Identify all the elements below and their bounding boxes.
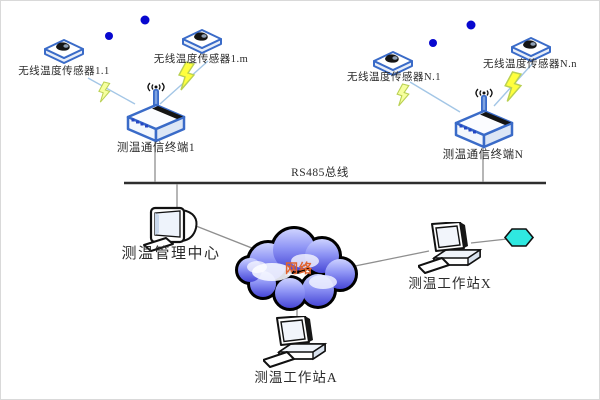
sensor-N-1-label: 无线温度传感器N.1	[347, 72, 441, 83]
signal-dot-2	[105, 32, 113, 40]
sensor-1-1-icon	[42, 37, 86, 72]
mgmt-center-computer-icon	[142, 203, 202, 260]
sensor-1-m-label: 无线温度传感器1.m	[153, 54, 249, 65]
lightning-bolt-1-1	[98, 81, 111, 103]
terminal-N-icon	[449, 86, 519, 155]
workstation-A-computer-icon	[262, 315, 333, 377]
network-cloud-label: 网络	[285, 261, 314, 276]
terminal-N-label: 测温通信终端N	[442, 149, 524, 161]
workstationX-hexagon-connector	[470, 238, 508, 244]
lightning-bolt-N-n	[504, 71, 523, 102]
workstation-X-computer-icon	[417, 221, 488, 283]
hexagon-endpoint	[503, 228, 535, 247]
wireless-link-N-1	[409, 81, 461, 113]
sensor-1-1-label: 无线温度传感器1.1	[18, 66, 110, 77]
signal-dot-3	[466, 20, 476, 30]
sensor-N-n-icon	[509, 35, 553, 70]
cloud-highlights	[247, 254, 337, 289]
lightning-bolt-1-m	[177, 61, 196, 91]
mgmt-center-label: 测温管理中心	[121, 246, 221, 262]
sensor-N-1-icon	[371, 49, 415, 84]
sensor-N-n-label: 无线温度传感器N.n	[483, 59, 577, 70]
sensor-1-m-icon	[180, 27, 224, 62]
mgmt-cloud-connector	[195, 225, 263, 253]
rs485-bus-label: RS485总线	[291, 167, 349, 179]
cloud-shape	[235, 226, 358, 311]
signal-dot-1	[140, 15, 150, 25]
terminal-1-label: 测温通信终端1	[116, 142, 196, 154]
lightning-bolt-N-1	[396, 83, 410, 107]
workstation-A-label: 测温工作站A	[254, 370, 338, 385]
cloud-workstationX-connector	[354, 250, 430, 267]
terminal-1-icon	[121, 80, 191, 149]
workstation-X-label: 测温工作站X	[408, 276, 492, 291]
signal-dot-4	[429, 39, 437, 47]
wireless-link-1-1	[87, 77, 136, 105]
